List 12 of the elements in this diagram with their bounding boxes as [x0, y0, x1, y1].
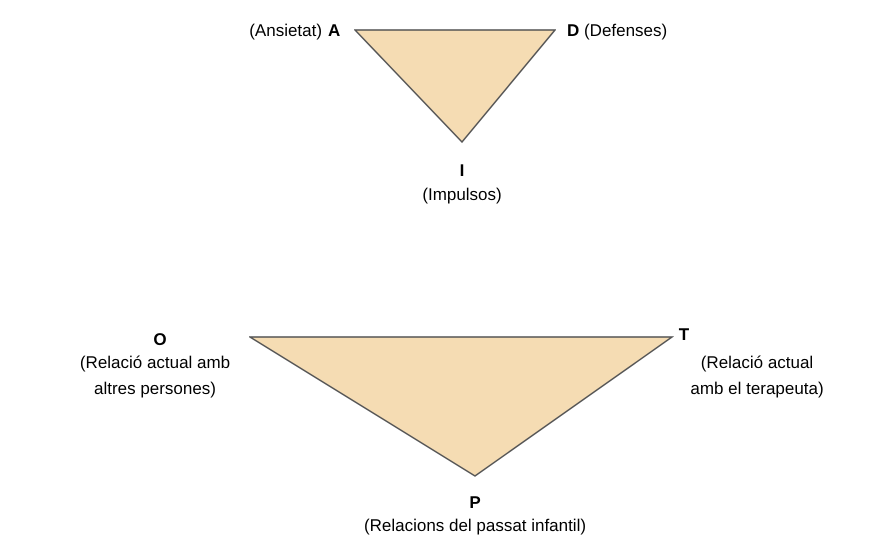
- vertex-label: (Impulsos): [422, 185, 502, 204]
- vertex-label: (Relació actual amb el terapeuta): [690, 353, 824, 398]
- vertex-letter: I: [460, 161, 464, 180]
- vertex-letter: O: [153, 330, 167, 349]
- vertex-label: (Relacions del passat infantil): [364, 516, 586, 535]
- vertex-label: (Relació actual amb altres persones): [80, 353, 230, 398]
- vertex-letter: A: [328, 21, 340, 40]
- vertex-letter: T: [678, 325, 690, 344]
- vertex-label: (Defenses): [584, 21, 668, 40]
- vertex-letter: D: [567, 21, 580, 40]
- vertex-letter: P: [469, 493, 481, 512]
- vertex-label: (Ansietat): [249, 21, 322, 40]
